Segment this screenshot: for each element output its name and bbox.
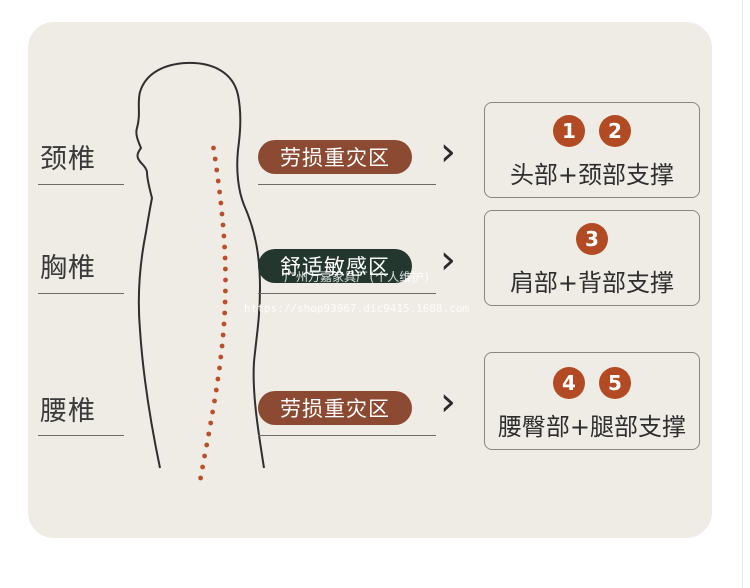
support-text: 腰臀部+腿部支撑 xyxy=(497,413,687,441)
spine-dot xyxy=(213,387,219,393)
spine-dot xyxy=(220,222,226,228)
number-badge: 4 xyxy=(553,367,585,399)
zone-line-lumbar xyxy=(258,435,436,436)
spine-dot xyxy=(198,475,204,481)
spine-dot xyxy=(202,453,208,459)
spine-dot xyxy=(221,321,227,327)
edge-divider xyxy=(742,0,743,588)
chevron-right-icon: › xyxy=(440,379,456,425)
spine-dot xyxy=(214,167,220,173)
spine-dot xyxy=(200,464,206,470)
watermark-url: https://shop93967.dic9415.1688.com xyxy=(244,302,470,315)
spine-dot xyxy=(212,156,218,162)
zone-pill-thoracic: 舒适敏感区 xyxy=(258,249,412,283)
spine-dot xyxy=(208,420,214,426)
spine-dot xyxy=(212,398,217,404)
number-badges: 1 2 xyxy=(485,115,699,147)
number-badge: 5 xyxy=(599,367,631,399)
chevron-right-icon: › xyxy=(440,237,456,283)
number-badge: 3 xyxy=(576,223,608,255)
region-label-thoracic: 胸椎 xyxy=(40,253,96,284)
number-badges: 3 xyxy=(485,223,699,255)
spine-dot xyxy=(206,431,212,437)
number-badge: 1 xyxy=(553,115,585,147)
spine-dot xyxy=(222,244,228,250)
number-badge: 2 xyxy=(599,115,631,147)
spine-dot xyxy=(220,332,226,338)
region-label-lumbar: 腰椎 xyxy=(40,396,96,427)
spine-dot xyxy=(219,211,225,217)
zone-pill-lumbar: 劳损重灾区 xyxy=(258,391,412,425)
spine-dot xyxy=(210,409,216,415)
spine-dot xyxy=(211,145,216,151)
spine-dot xyxy=(215,178,221,184)
zone-line-thoracic xyxy=(258,293,436,294)
spine-dot xyxy=(222,299,228,305)
spine-dot xyxy=(218,354,224,360)
chevron-right-icon: › xyxy=(440,129,456,175)
zone-pill-cervical: 劳损重灾区 xyxy=(258,140,412,174)
spine-dot xyxy=(223,288,228,294)
region-label-cervical: 颈椎 xyxy=(40,144,96,175)
underline-cervical xyxy=(38,184,124,185)
spine-dot xyxy=(223,277,228,283)
spine-dot xyxy=(222,310,228,316)
spine-dot xyxy=(221,233,227,239)
spine-dot xyxy=(215,376,221,382)
underline-thoracic xyxy=(38,293,124,294)
support-box-head-neck: 1 2 头部+颈部支撑 xyxy=(484,102,700,198)
support-box-shoulder-back: 3 肩部+背部支撑 xyxy=(484,210,700,306)
spine-dot xyxy=(219,343,225,349)
spine-dot xyxy=(204,442,210,448)
support-text: 头部+颈部支撑 xyxy=(509,161,675,189)
spine-dot xyxy=(223,266,228,272)
watermark-shop-name: 广州万嘉家具厂(个人维护) xyxy=(284,270,431,284)
spine-dot xyxy=(218,200,224,206)
zone-line-cervical xyxy=(258,184,436,185)
spine-dot xyxy=(217,189,223,195)
spine-dot xyxy=(222,255,228,261)
support-text: 肩部+背部支撑 xyxy=(509,269,675,297)
spine-dot xyxy=(217,365,222,371)
support-box-waist-leg: 4 5 腰臀部+腿部支撑 xyxy=(484,352,700,450)
underline-lumbar xyxy=(38,435,124,436)
number-badges: 4 5 xyxy=(485,367,699,399)
spine-dots xyxy=(198,145,228,481)
